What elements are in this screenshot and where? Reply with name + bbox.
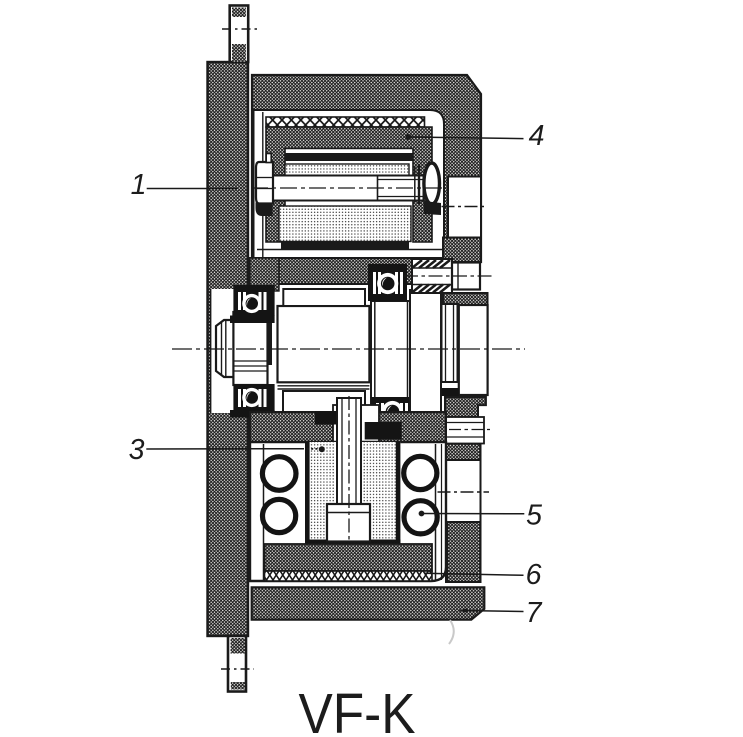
svg-text:6: 6 [526, 559, 542, 591]
svg-text:3: 3 [129, 434, 145, 466]
svg-text:5: 5 [526, 500, 542, 532]
svg-text:VF-K: VF-K [299, 682, 416, 737]
svg-text:7: 7 [526, 597, 543, 629]
svg-text:1: 1 [131, 169, 147, 201]
svg-text:4: 4 [529, 120, 545, 152]
